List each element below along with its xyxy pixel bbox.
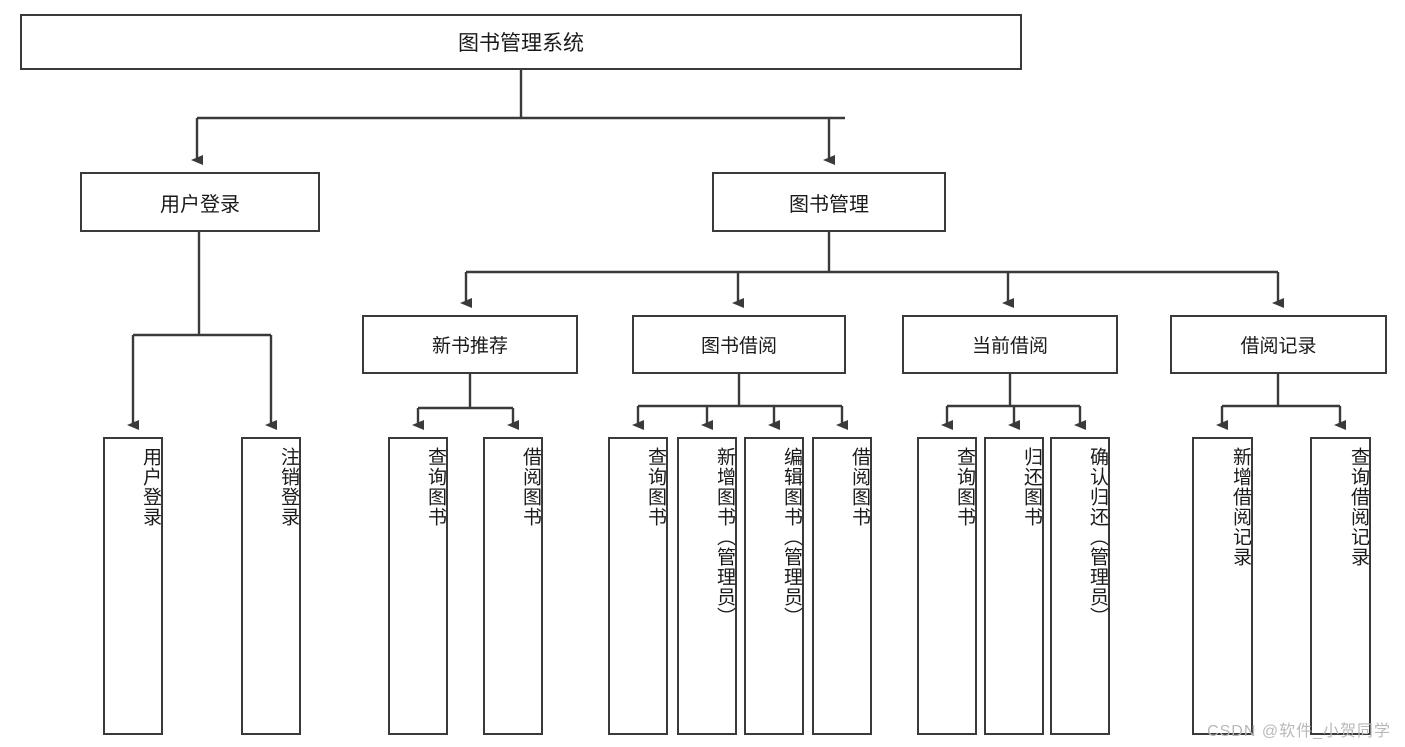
leaf-borrow-book-2-label: 借阅图书 <box>849 447 870 527</box>
node-borrow-record-label: 借阅记录 <box>1240 336 1317 357</box>
leaf-query-book-3-label: 查询图书 <box>954 447 975 527</box>
node-current-borrow-label: 当前借阅 <box>971 336 1048 357</box>
node-book-manage[interactable]: 图书管理 <box>712 172 946 232</box>
leaf-borrow-book-1-label: 借阅图书 <box>520 447 541 527</box>
leaf-query-book-2[interactable]: 查询图书 <box>608 437 668 735</box>
node-new-book-recommend[interactable]: 新书推荐 <box>362 315 578 374</box>
node-borrow-record[interactable]: 借阅记录 <box>1170 315 1387 374</box>
leaf-query-book-1-label: 查询图书 <box>425 447 446 527</box>
node-book-manage-label: 图书管理 <box>789 193 869 216</box>
leaf-borrow-book-2[interactable]: 借阅图书 <box>812 437 872 735</box>
leaf-return-book[interactable]: 归还图书 <box>984 437 1044 735</box>
node-user-login-label: 用户登录 <box>160 193 240 216</box>
node-new-book-recommend-label: 新书推荐 <box>431 336 508 357</box>
leaf-confirm-return-label: 确认归还（管理员） <box>1087 447 1108 627</box>
leaf-query-book-2-label: 查询图书 <box>645 447 666 527</box>
leaf-edit-book-label: 编辑图书（管理员） <box>781 447 802 627</box>
watermark: CSDN @软件_小贺同学 <box>1207 723 1391 740</box>
leaf-edit-book[interactable]: 编辑图书（管理员） <box>744 437 804 735</box>
node-root[interactable]: 图书管理系统 <box>20 14 1022 70</box>
leaf-query-book-1[interactable]: 查询图书 <box>388 437 448 735</box>
node-book-borrow-label: 图书借阅 <box>700 336 777 357</box>
leaf-confirm-return[interactable]: 确认归还（管理员） <box>1050 437 1110 735</box>
leaf-borrow-book-1[interactable]: 借阅图书 <box>483 437 543 735</box>
leaf-user-login[interactable]: 用户登录 <box>103 437 163 735</box>
leaf-logout[interactable]: 注销登录 <box>241 437 301 735</box>
leaf-add-book[interactable]: 新增图书（管理员） <box>677 437 737 735</box>
leaf-add-record-label: 新增借阅记录 <box>1230 447 1251 567</box>
node-user-login[interactable]: 用户登录 <box>80 172 320 232</box>
leaf-add-book-label: 新增图书（管理员） <box>714 447 735 627</box>
leaf-return-book-label: 归还图书 <box>1021 447 1042 527</box>
leaf-query-book-3[interactable]: 查询图书 <box>917 437 977 735</box>
leaf-add-record[interactable]: 新增借阅记录 <box>1192 437 1253 735</box>
leaf-query-record[interactable]: 查询借阅记录 <box>1310 437 1371 735</box>
leaf-user-login-label: 用户登录 <box>140 447 161 527</box>
leaf-query-record-label: 查询借阅记录 <box>1348 447 1369 567</box>
leaf-logout-label: 注销登录 <box>278 447 299 527</box>
node-current-borrow[interactable]: 当前借阅 <box>902 315 1118 374</box>
node-root-label: 图书管理系统 <box>458 32 584 55</box>
node-book-borrow[interactable]: 图书借阅 <box>632 315 846 374</box>
